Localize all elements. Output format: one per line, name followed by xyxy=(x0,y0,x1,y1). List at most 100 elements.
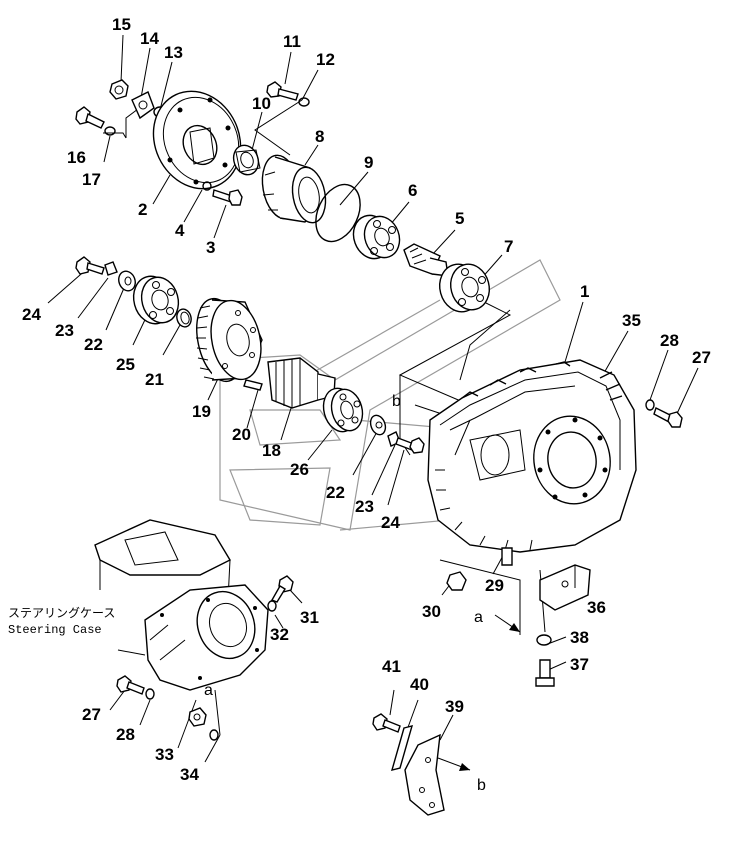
callout-30: 30 xyxy=(422,602,441,621)
callout-33: 33 xyxy=(155,745,174,764)
callout-24b: 24 xyxy=(381,513,400,532)
callout-17: 17 xyxy=(82,170,101,189)
washer-28a xyxy=(645,399,655,411)
callout-4: 4 xyxy=(175,221,185,240)
watermark xyxy=(219,259,561,531)
callout-18: 18 xyxy=(262,441,281,460)
bolt-24b xyxy=(395,437,425,454)
callout-8: 8 xyxy=(315,127,324,146)
callout-11: 11 xyxy=(283,32,301,51)
bracket-36 xyxy=(539,564,591,611)
spacer-22a xyxy=(118,270,136,292)
callout-13: 13 xyxy=(164,43,183,62)
caption-english: Steering Case xyxy=(8,623,102,637)
callout-24a: 24 xyxy=(22,305,41,324)
bolt-3 xyxy=(212,189,243,206)
callout-26: 26 xyxy=(290,460,309,479)
callout-36: 36 xyxy=(587,598,606,617)
callout-29: 29 xyxy=(485,576,504,595)
callout-1: 1 xyxy=(580,282,589,301)
callout-41: 41 xyxy=(382,657,401,676)
callout-5: 5 xyxy=(455,209,464,228)
bolt-24a xyxy=(75,256,105,275)
callout-14: 14 xyxy=(140,29,159,48)
nut-15 xyxy=(109,79,129,100)
steering-case-caption: ステアリングケース Steering Case xyxy=(8,606,115,637)
bolt-37 xyxy=(535,659,555,687)
callout-6: 6 xyxy=(408,181,417,200)
ref-a-left: a xyxy=(204,682,213,699)
callout-32: 32 xyxy=(270,625,289,644)
caption-japanese: ステアリングケース xyxy=(8,606,115,620)
pinion-5 xyxy=(403,243,449,277)
bearing-26 xyxy=(322,387,364,433)
o-ring-9 xyxy=(315,183,361,243)
callout-2: 2 xyxy=(138,200,147,219)
callout-28b: 28 xyxy=(116,725,135,744)
callout-20: 20 xyxy=(232,425,251,444)
callout-23a: 23 xyxy=(55,321,74,340)
spacer-22b xyxy=(369,414,387,436)
washer-17 xyxy=(104,126,116,136)
callout-16: 16 xyxy=(67,148,86,167)
callout-12: 12 xyxy=(316,50,335,69)
ref-a-right: a xyxy=(474,609,483,626)
callout-19: 19 xyxy=(192,402,211,421)
bearing-25 xyxy=(132,275,180,325)
callout-22b: 22 xyxy=(326,483,345,502)
bolt-16 xyxy=(75,106,105,129)
gasket-35 xyxy=(599,371,623,401)
callout-35: 35 xyxy=(622,311,641,330)
bolt-27b xyxy=(116,675,145,695)
washer-12 xyxy=(298,97,310,107)
callout-7: 7 xyxy=(504,237,513,256)
callout-23b: 23 xyxy=(355,497,374,516)
key-20 xyxy=(243,379,263,391)
callout-3: 3 xyxy=(206,238,215,257)
washer-38 xyxy=(536,634,552,646)
callout-40: 40 xyxy=(410,675,429,694)
bolt-41 xyxy=(372,713,401,733)
callout-21: 21 xyxy=(145,370,164,389)
callout-34: 34 xyxy=(180,765,199,784)
reference-marks: b a a b xyxy=(204,393,486,794)
callout-28a: 28 xyxy=(660,331,679,350)
callout-25: 25 xyxy=(116,355,135,374)
plate-40 xyxy=(390,725,414,771)
ring-32 xyxy=(267,600,277,612)
callout-39: 39 xyxy=(445,697,464,716)
ring-21 xyxy=(176,308,192,328)
washer-28b xyxy=(145,688,155,700)
bearing-6 xyxy=(352,214,401,260)
callout-27b: 27 xyxy=(82,705,101,724)
bolt-11 xyxy=(266,81,299,101)
case-1 xyxy=(427,359,637,553)
housing-8 xyxy=(261,154,327,224)
gear-19 xyxy=(196,297,263,383)
ref-b-lower: b xyxy=(477,777,486,794)
callout-37: 37 xyxy=(570,655,589,674)
steering-case xyxy=(94,519,269,691)
callout-15: 15 xyxy=(112,15,131,34)
callout-10: 10 xyxy=(252,94,271,113)
washer-23a xyxy=(104,261,118,276)
bolt-31 xyxy=(270,575,294,603)
ring-34 xyxy=(209,729,219,741)
plug-30 xyxy=(446,571,467,591)
callout-31: 31 xyxy=(300,608,319,627)
bolt-27a xyxy=(653,407,683,428)
callout-27a: 27 xyxy=(692,348,711,367)
bearing-7 xyxy=(439,263,490,313)
callout-38: 38 xyxy=(570,628,589,647)
callout-22a: 22 xyxy=(84,335,103,354)
lock-plate-14 xyxy=(131,91,155,120)
callout-numbers: 15 14 13 11 12 10 8 16 17 2 4 3 9 6 5 7 … xyxy=(22,15,711,784)
callout-9: 9 xyxy=(364,153,373,172)
guard-39 xyxy=(404,733,445,816)
nut-33 xyxy=(188,707,207,727)
pin-29 xyxy=(501,547,513,566)
ref-b-upper: b xyxy=(392,393,401,410)
bearing-10 xyxy=(232,144,261,176)
cover-2 xyxy=(152,90,242,190)
